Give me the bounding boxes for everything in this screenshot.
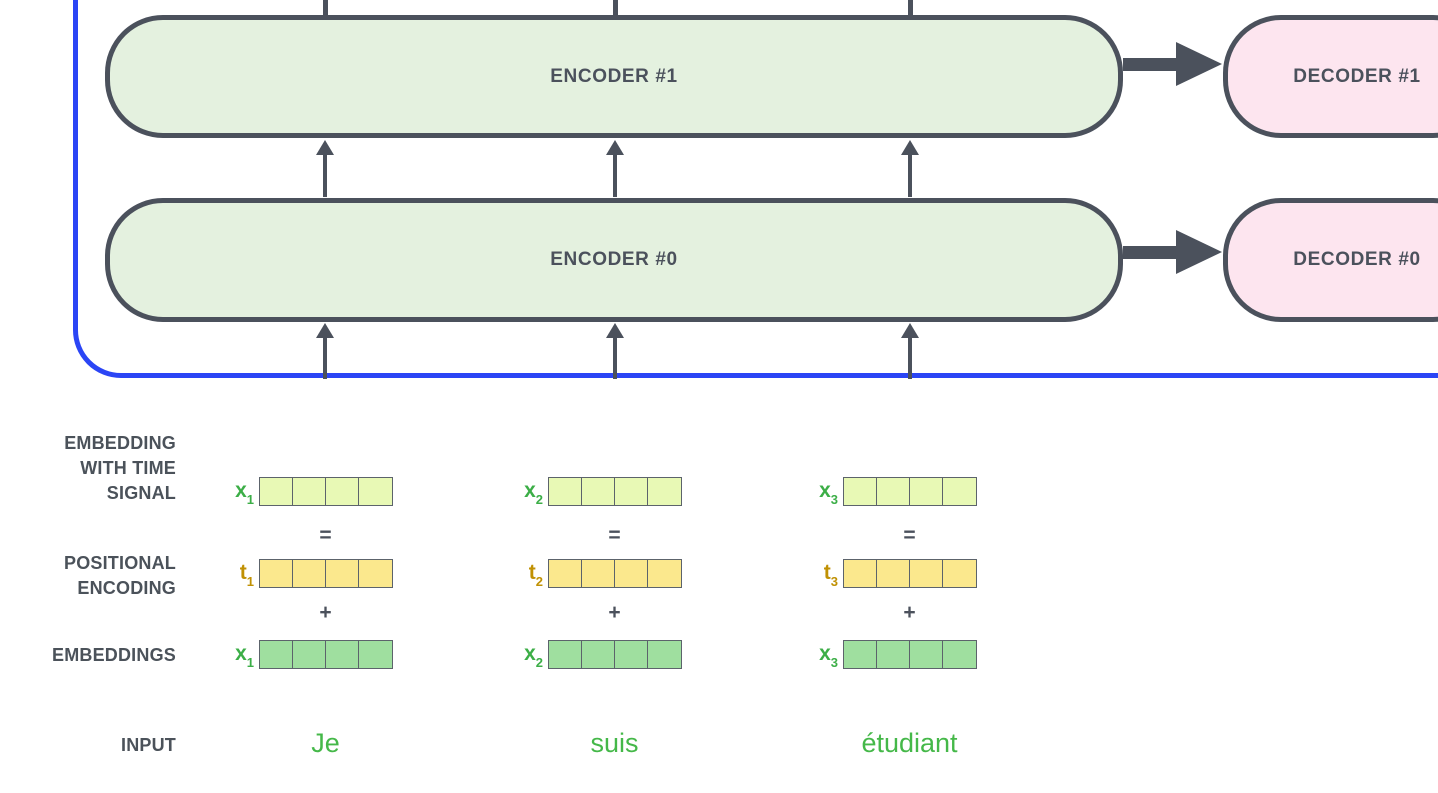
vector-cell: [614, 640, 649, 669]
vector-cell: [548, 477, 583, 506]
time-signal-vector-row: [548, 477, 682, 506]
plus-operator: +: [608, 601, 621, 624]
vector-cell: [325, 640, 360, 669]
vector-cell: [647, 640, 682, 669]
vector-cell: [942, 477, 977, 506]
input-word: suis: [590, 728, 639, 758]
vector-cell: [843, 640, 878, 669]
vector-cell: [292, 559, 327, 588]
arrow-shaft: [1123, 57, 1178, 71]
plus-operator: +: [319, 601, 332, 624]
vector-cell: [358, 477, 393, 506]
encoder-stack-highlight-frame: [73, 0, 1438, 378]
vector-cell: [843, 477, 878, 506]
equals-operator: =: [903, 524, 916, 547]
output-stem-line: [613, 0, 618, 16]
vector-cell: [942, 559, 977, 588]
plus-operator: +: [903, 601, 916, 624]
label-line: SIGNAL: [106, 483, 176, 503]
up-arrow-icon: [316, 140, 334, 197]
vector-cell: [581, 477, 616, 506]
up-arrow-icon: [606, 323, 624, 379]
decoder-0-label: DECODER #0: [1293, 249, 1421, 270]
vector-cell: [843, 559, 878, 588]
vector-cell: [358, 559, 393, 588]
arrow-shaft: [1123, 245, 1178, 259]
label-line: WITH TIME: [80, 458, 176, 478]
vector-cell: [647, 559, 682, 588]
embedding-vector-row: [548, 640, 682, 669]
vector-cell: [325, 477, 360, 506]
encoder-1-box: ENCODER #1: [105, 15, 1123, 138]
vector-cell: [259, 477, 294, 506]
embedding-with-time-signal-label: EMBEDDING WITH TIME SIGNAL: [0, 431, 176, 506]
time-signal-vector-row: [843, 477, 977, 506]
time-signal-vector-row: [259, 477, 393, 506]
label-line: EMBEDDING: [64, 433, 176, 453]
vector-cell: [358, 640, 393, 669]
encoder-0-box: ENCODER #0: [105, 198, 1123, 322]
decoder-0-box: DECODER #0: [1223, 198, 1438, 322]
input-label: INPUT: [121, 735, 176, 755]
vector-cell: [909, 477, 944, 506]
output-stem-line: [908, 0, 913, 16]
vector-cell: [259, 640, 294, 669]
vector-cell: [876, 640, 911, 669]
encoder-0-label: ENCODER #0: [550, 249, 678, 270]
up-arrow-icon: [901, 140, 919, 197]
decoder-1-label: DECODER #1: [1293, 65, 1421, 87]
vector-cell: [292, 477, 327, 506]
arrow-head: [1176, 230, 1222, 274]
vector-cell: [614, 477, 649, 506]
vector-cell: [942, 640, 977, 669]
vector-cell: [647, 477, 682, 506]
vector-cell: [876, 559, 911, 588]
embedding-vector-row: [259, 640, 393, 669]
vector-cell: [548, 559, 583, 588]
vector-cell: [909, 640, 944, 669]
vector-cell: [548, 640, 583, 669]
positional-vector-row: [843, 559, 977, 588]
encoder-1-label: ENCODER #1: [550, 65, 678, 87]
vector-cell: [876, 477, 911, 506]
label-line: POSITIONAL: [63, 553, 176, 573]
vector-cell: [581, 640, 616, 669]
vector-cell: [292, 640, 327, 669]
equals-operator: =: [319, 524, 332, 547]
positional-encoding-label: POSITIONAL ENCODING: [0, 551, 176, 601]
arrow-head: [1176, 42, 1222, 86]
label-line: ENCODING: [77, 578, 176, 598]
vector-cell: [581, 559, 616, 588]
up-arrow-icon: [901, 323, 919, 379]
up-arrow-icon: [606, 140, 624, 197]
vector-cell: [614, 559, 649, 588]
positional-vector-row: [259, 559, 393, 588]
vector-cell: [325, 559, 360, 588]
embedding-vector-row: [843, 640, 977, 669]
embeddings-label: EMBEDDINGS: [51, 645, 176, 665]
vector-cell: [909, 559, 944, 588]
equals-operator: =: [608, 524, 621, 547]
decoder-1-box: DECODER #1: [1223, 15, 1438, 138]
output-stem-line: [323, 0, 328, 16]
input-word: étudiant: [861, 728, 958, 758]
up-arrow-icon: [316, 323, 334, 379]
positional-vector-row: [548, 559, 682, 588]
input-word: Je: [311, 728, 340, 758]
vector-cell: [259, 559, 294, 588]
